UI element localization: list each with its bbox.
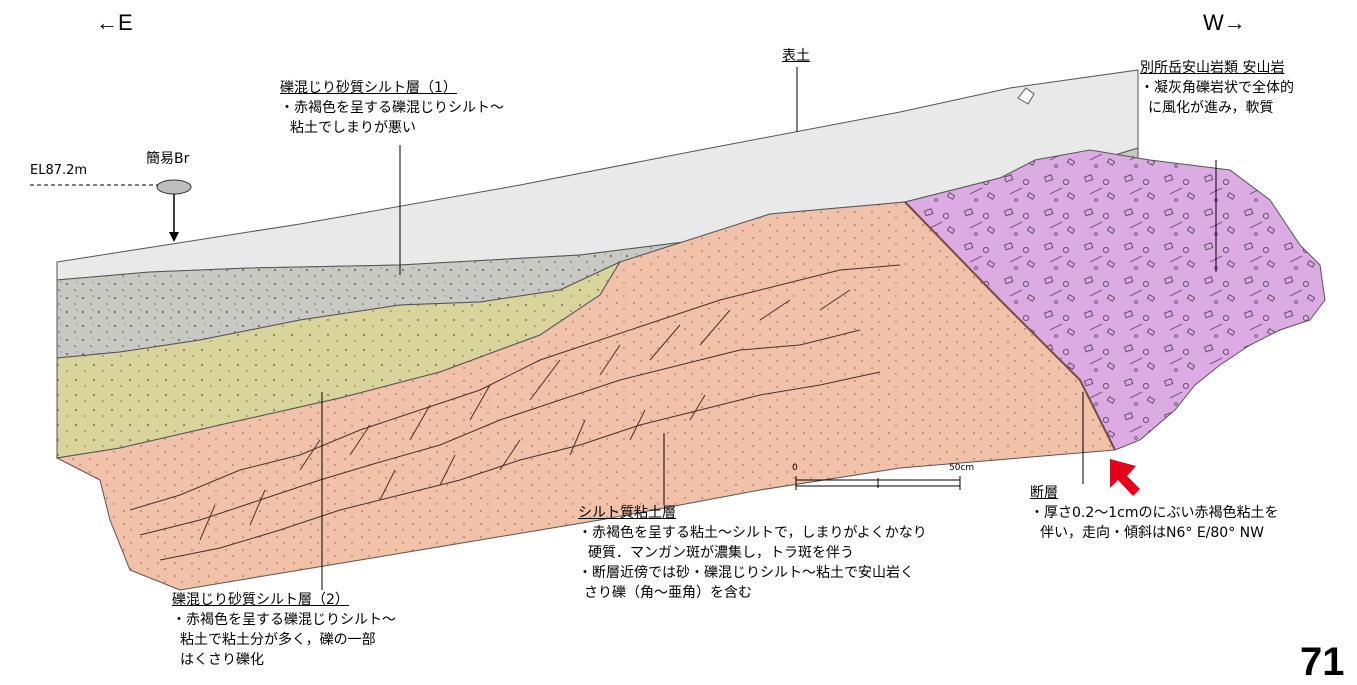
gravel-silt-2-line-2: 粘土で粘土分が多く，礫の一部: [180, 632, 376, 648]
andesite-line-2: に風化が進み，軟質: [1148, 100, 1274, 116]
fault-trace: [904, 201, 1116, 451]
silty-clay-title: シルト質粘土層: [578, 505, 676, 521]
gravel-silt-1-line-2: 粘土でしまりが悪い: [290, 120, 416, 136]
east-direction-label: ←E: [96, 10, 133, 35]
leader-lines: [321, 67, 1217, 590]
borehole-arrow-icon: [169, 232, 179, 242]
borehole-label: 簡易Br: [146, 151, 190, 167]
gravel-silt-1-line-1: ・赤褐色を呈する礫混じりシルト～: [280, 100, 504, 116]
silty-clay-line-2: 硬質．マンガン斑が濃集し，トラ斑を伴う: [588, 545, 854, 561]
fault-pointer-arrow-icon: [1110, 459, 1140, 496]
gravel-silt-2-title: 礫混じり砂質シルト層（2）: [172, 592, 349, 608]
fault-title: 断層: [1030, 485, 1058, 501]
gravel-silt-1-title: 礫混じり砂質シルト層（1）: [280, 80, 457, 96]
fault-line-2: 伴い，走向・傾斜はN6° E/80° NW: [1040, 525, 1264, 541]
silty-clay-line-3: ・断層近傍では砂・礫混じりシルト～粘土で安山岩く: [578, 565, 914, 581]
gravel-silt-2-line-1: ・赤褐色を呈する礫混じりシルト～: [172, 612, 396, 628]
page-number: 71: [1300, 640, 1345, 684]
scale-end-label: 50cm: [949, 463, 975, 473]
silty-clay-line-4: さり礫（角～亜角）を含む: [584, 585, 752, 601]
silty-clay-line-1: ・赤褐色を呈する粘土～シルトで，しまりがよくかなり: [578, 525, 927, 541]
borehole-icon: [156, 179, 192, 195]
scale-start-label: 0: [792, 463, 798, 473]
gravel-silt-2-line-3: はくさり礫化: [180, 652, 264, 668]
west-direction-label: W→: [1203, 10, 1246, 35]
elevation-label: EL87.2m: [30, 163, 88, 178]
topsoil-title: 表土: [782, 48, 810, 64]
fault-line-1: ・厚さ0.2～1cmのにぶい赤褐色粘土を: [1030, 505, 1279, 521]
scale-bar: [795, 476, 961, 490]
andesite-title: 別所岳安山岩類 安山岩: [1140, 60, 1285, 76]
manganese-mottling: [129, 264, 901, 561]
andesite-line-1: ・凝灰角礫岩状で全体的: [1140, 80, 1294, 96]
